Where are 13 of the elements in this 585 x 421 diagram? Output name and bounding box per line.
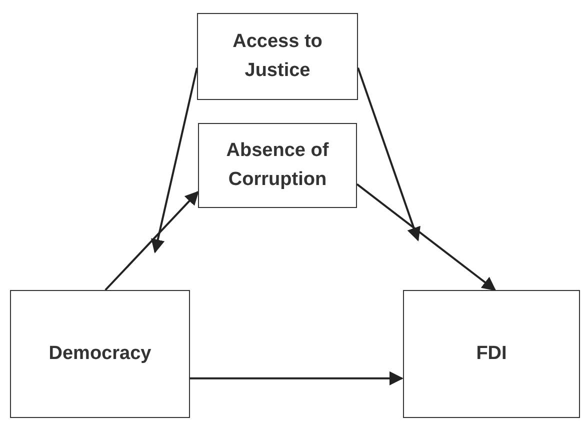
moderator-arrow xyxy=(357,67,420,242)
arrow xyxy=(356,183,496,291)
arrow xyxy=(190,371,404,386)
moderator-arrow xyxy=(150,68,198,254)
construct-box xyxy=(198,123,357,208)
construct-label: FDI xyxy=(476,342,507,366)
arrow xyxy=(104,190,199,291)
construct-box xyxy=(10,290,190,418)
construct-box xyxy=(197,13,358,100)
construct-label: Access to Justice xyxy=(232,30,324,82)
construct-label: Absence of Corruption xyxy=(225,139,330,192)
construct-label: Democracy xyxy=(48,342,152,366)
construct-box xyxy=(403,290,580,418)
